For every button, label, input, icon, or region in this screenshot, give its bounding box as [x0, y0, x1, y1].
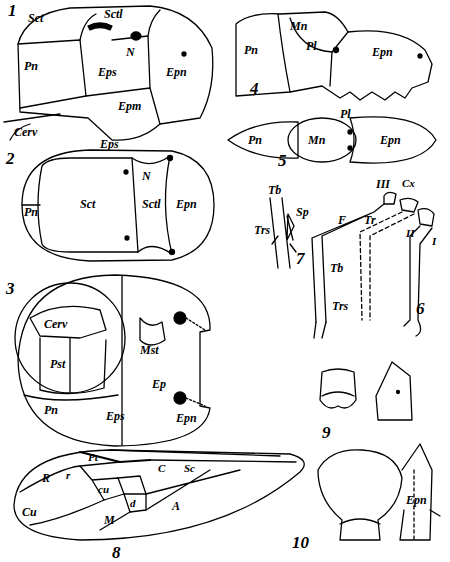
part-label: Epm	[118, 100, 141, 112]
part-label: Cx	[402, 178, 415, 189]
part-label: Epn	[406, 494, 427, 506]
part-label: N	[126, 46, 135, 58]
part-label: F	[338, 214, 346, 226]
figure-number: 5	[278, 152, 287, 169]
figure-number: 1	[8, 2, 17, 19]
part-label: Eps	[106, 410, 125, 422]
part-label: Sct	[80, 198, 95, 210]
part-label: III	[376, 178, 390, 190]
part-label: R	[42, 472, 50, 484]
part-label: Pn	[24, 60, 38, 72]
part-label: Tb	[330, 262, 343, 274]
part-label: Epn	[176, 198, 197, 210]
part-label: A	[172, 500, 180, 512]
part-label: Eps	[100, 138, 119, 150]
part-label: Trs	[332, 300, 348, 312]
part-label: d	[130, 498, 136, 509]
part-label: Pl	[306, 40, 317, 52]
part-label: Pst	[50, 358, 65, 370]
figure-number: 10	[292, 534, 309, 551]
part-label: Sctl	[142, 198, 161, 210]
part-label: Sctl	[104, 8, 123, 20]
part-label: Mst	[140, 344, 159, 356]
part-label: Pt	[88, 452, 98, 463]
part-label: Pn	[248, 134, 262, 146]
part-label: Cerv	[44, 318, 67, 330]
part-label: Mn	[290, 20, 307, 32]
figure-number: 7	[296, 250, 305, 267]
part-label: Pn	[24, 206, 38, 218]
part-label: Pl	[340, 108, 351, 120]
part-label: Epn	[380, 134, 401, 146]
part-label: Epn	[166, 66, 187, 78]
part-label: N	[142, 170, 151, 182]
part-label: I	[432, 236, 436, 247]
part-label: Ep	[152, 378, 166, 390]
part-label: Trs	[254, 224, 270, 236]
figure-number: 8	[112, 544, 121, 561]
part-label: cu	[98, 484, 109, 495]
part-label: Tb	[268, 184, 281, 196]
figure-number: 9	[322, 424, 331, 441]
figure-number: 6	[416, 300, 425, 317]
figure-number: 3	[6, 280, 15, 297]
part-label: Epn	[176, 412, 197, 424]
part-label: Cerv	[14, 126, 37, 138]
part-label: Cu	[22, 506, 37, 518]
part-label: Tr	[364, 214, 376, 226]
part-label: Mn	[308, 134, 325, 146]
part-label: Pn	[244, 44, 258, 56]
part-label: Pn	[44, 404, 58, 416]
part-label: C	[158, 463, 165, 474]
part-label: Epn	[372, 46, 393, 58]
part-label: Sc	[184, 463, 195, 474]
part-label: r	[66, 470, 70, 481]
figure-number: 4	[250, 80, 259, 97]
part-label: II	[406, 228, 415, 239]
part-label: Sp	[296, 206, 309, 218]
figure-number: 2	[6, 150, 15, 167]
part-label: M	[104, 514, 115, 526]
part-label: Sct	[28, 12, 43, 24]
part-label: Eps	[98, 66, 117, 78]
